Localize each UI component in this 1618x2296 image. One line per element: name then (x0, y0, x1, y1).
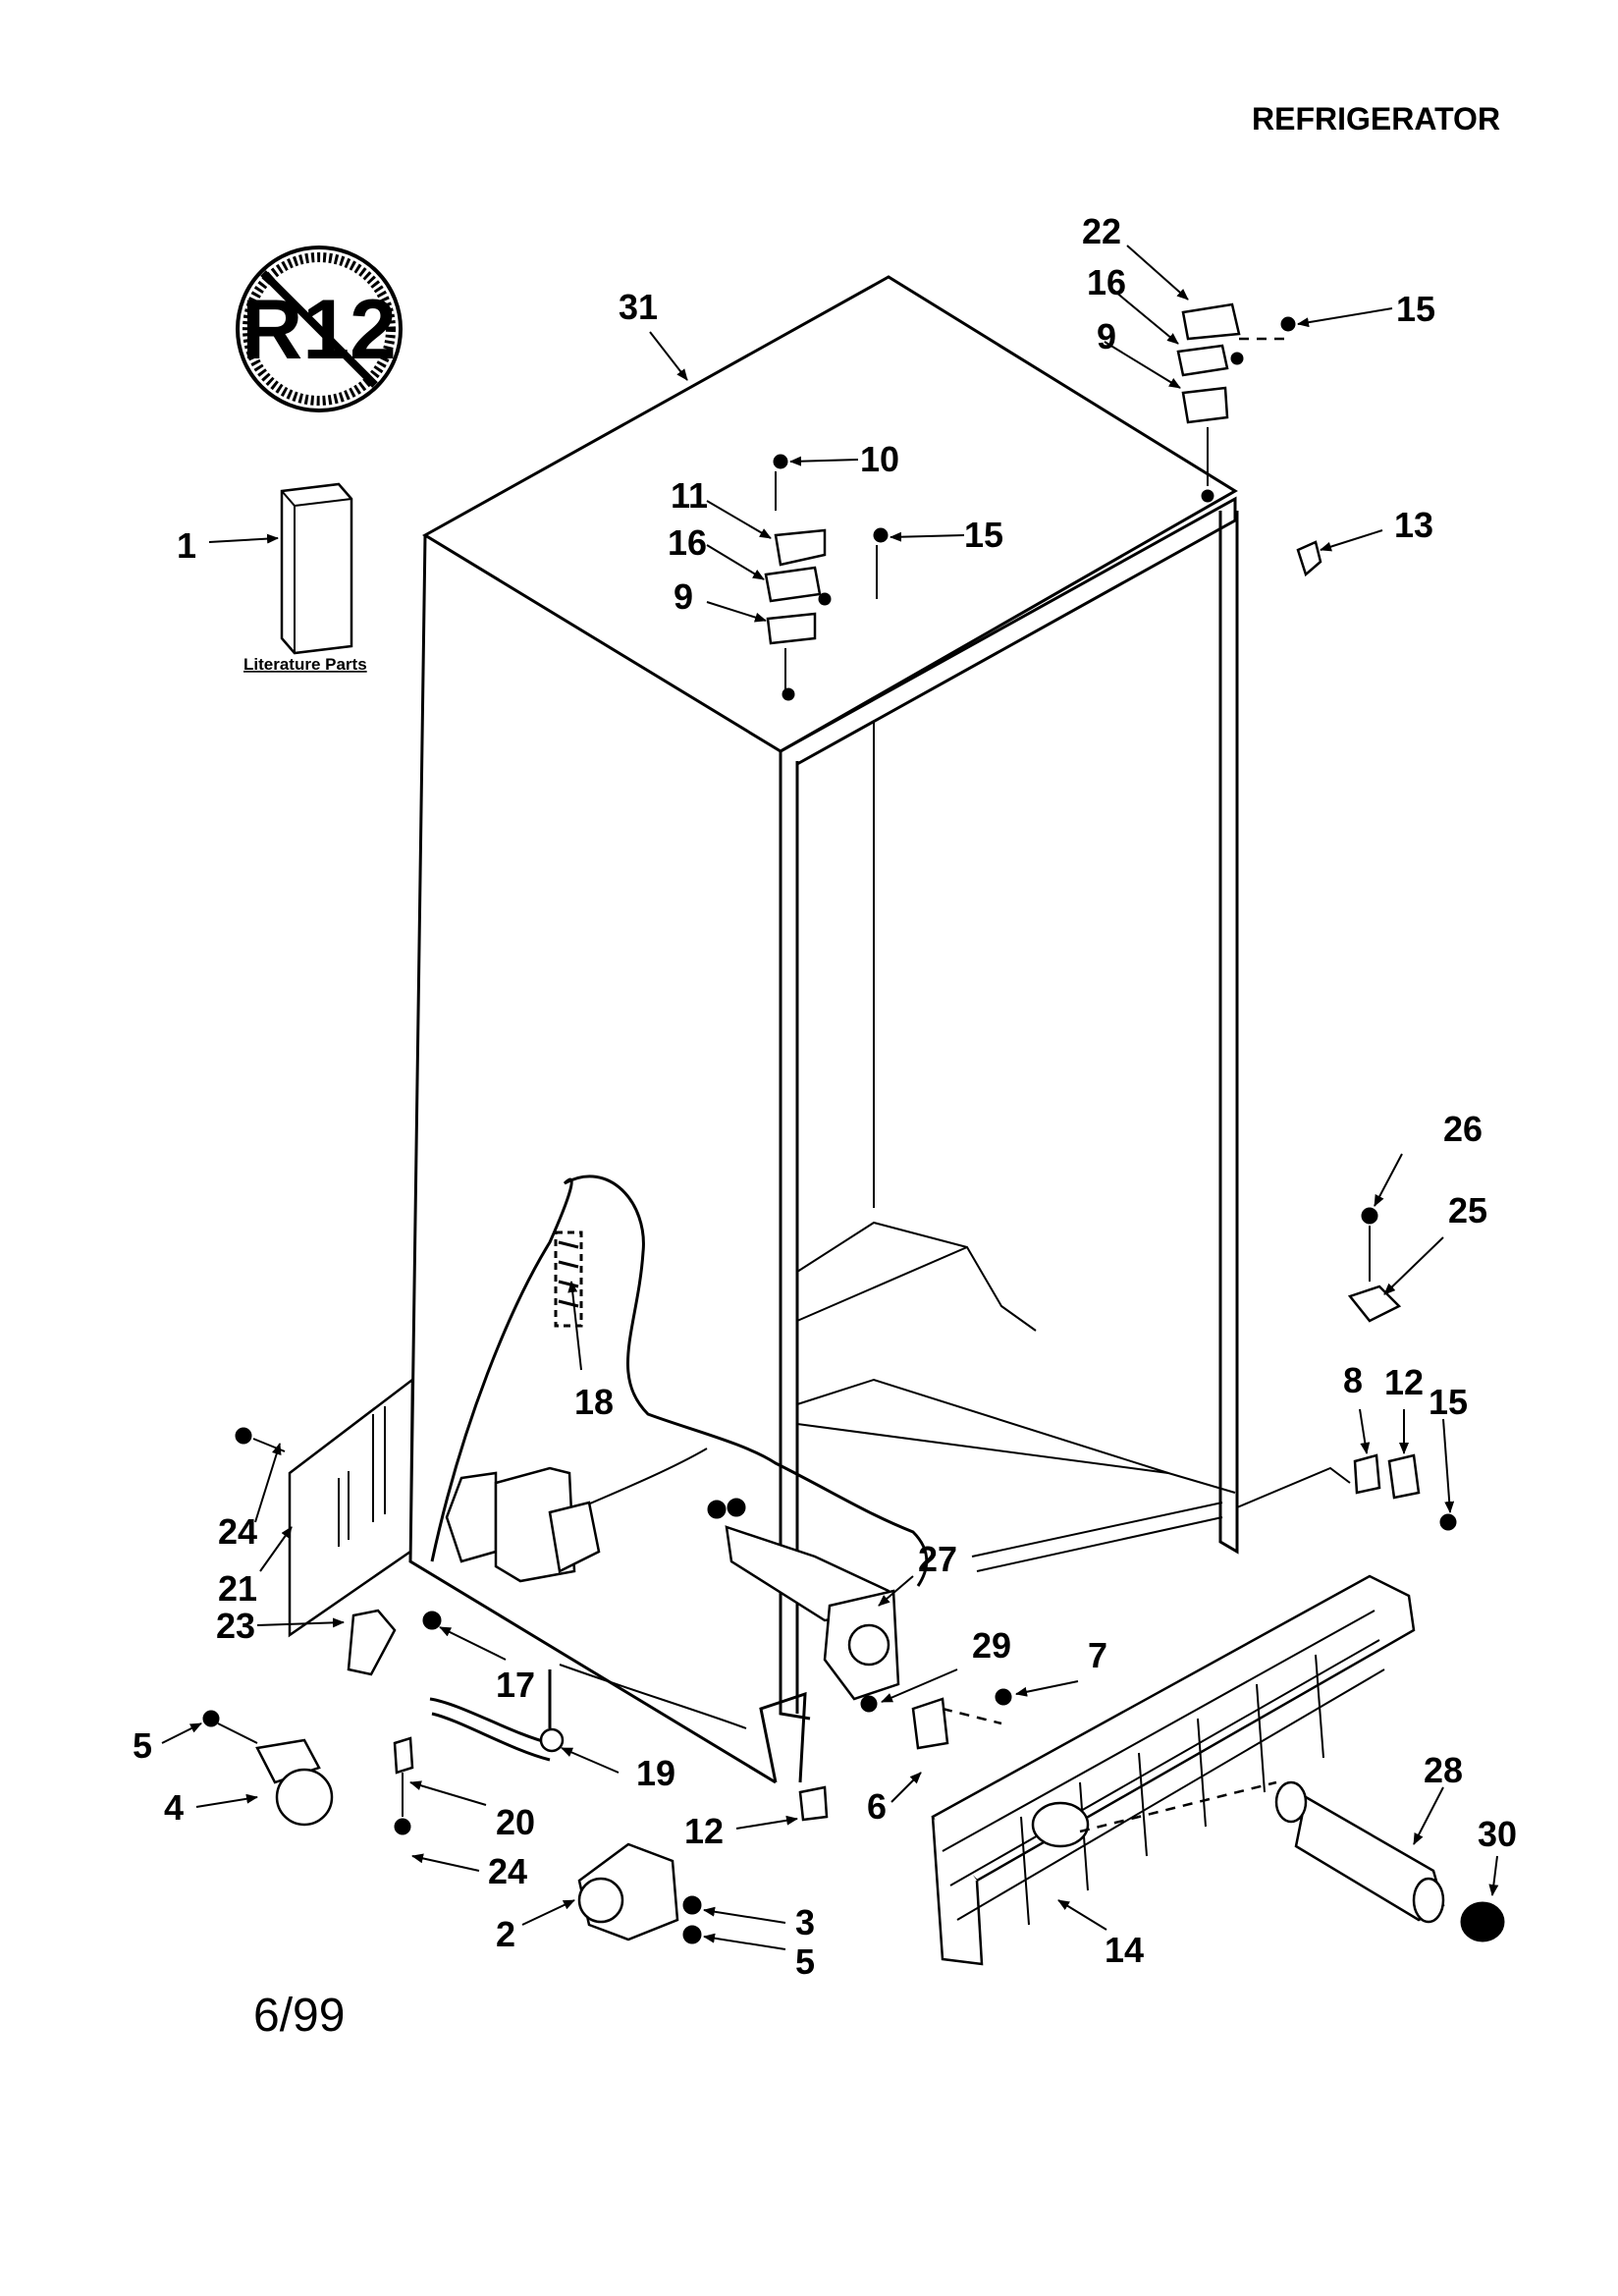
callout-31: 31 (619, 287, 658, 327)
leveling-leg (577, 1842, 702, 1944)
callout-17: 17 (496, 1665, 535, 1705)
screw-29 (860, 1695, 878, 1713)
literature-book (280, 482, 353, 655)
right-bracket-set (1347, 1207, 1457, 1531)
callout-4: 4 (164, 1787, 184, 1828)
callout-28: 28 (1424, 1750, 1463, 1790)
leader-lines (161, 245, 1499, 1950)
callout-19: 19 (636, 1753, 675, 1793)
top-hinge-stack (1176, 302, 1296, 503)
callout-9a: 9 (1097, 316, 1116, 356)
callout-1: 1 (177, 525, 196, 566)
no-r12-icon: R12 (236, 246, 403, 412)
callout-9b: 9 (674, 576, 693, 617)
callout-2: 2 (496, 1914, 515, 1954)
coil-spring (554, 1230, 583, 1328)
callout-15c: 15 (1429, 1382, 1468, 1422)
clip-23 (347, 1609, 397, 1676)
callout-27: 27 (918, 1539, 957, 1579)
callout-6: 6 (867, 1786, 887, 1827)
screw-7 (995, 1688, 1012, 1706)
caster-assembly (202, 1710, 334, 1827)
callout-7: 7 (1088, 1635, 1107, 1675)
callout-labels: 1 2 3 4 5 5 6 7 8 9 9 10 11 12 12 13 14 … (133, 211, 1517, 1982)
callout-15b: 15 (964, 515, 1003, 555)
center-hinge-stack (764, 454, 889, 701)
refrigerator-cabinet (408, 275, 1351, 1784)
callout-14: 14 (1105, 1930, 1144, 1970)
callout-18: 18 (574, 1382, 614, 1422)
bracket-12-lower (798, 1785, 829, 1822)
callout-20: 20 (496, 1802, 535, 1842)
clip-13 (1296, 540, 1322, 577)
callout-23: 23 (216, 1606, 255, 1646)
callout-5b: 5 (795, 1941, 815, 1982)
callout-12b: 12 (684, 1811, 724, 1851)
callout-26: 26 (1443, 1109, 1483, 1149)
fill-tube (707, 1498, 900, 1701)
callout-24b: 24 (488, 1851, 527, 1891)
toe-grille (931, 1574, 1416, 1966)
callout-22: 22 (1082, 211, 1121, 251)
callout-16b: 16 (668, 522, 707, 563)
rear-access-panel (235, 1377, 414, 1638)
callout-10: 10 (860, 439, 899, 479)
callout-25: 25 (1448, 1190, 1487, 1230)
callout-21: 21 (218, 1568, 257, 1609)
callout-3: 3 (795, 1902, 815, 1942)
revision-date: 6/99 (253, 1990, 345, 2042)
bracket-6 (911, 1697, 949, 1750)
callout-29: 29 (972, 1625, 1011, 1666)
screw-17 (422, 1611, 442, 1630)
callout-15a: 15 (1396, 289, 1435, 329)
page-title: REFRIGERATOR (1252, 101, 1500, 137)
callout-24a: 24 (218, 1511, 257, 1552)
callout-16a: 16 (1087, 262, 1126, 302)
callout-11: 11 (671, 475, 708, 516)
water-filter (1274, 1780, 1505, 1942)
callout-13: 13 (1394, 505, 1433, 545)
callout-12a: 12 (1384, 1362, 1424, 1402)
water-tube (393, 1669, 565, 1835)
callout-30: 30 (1478, 1814, 1517, 1854)
callout-5a: 5 (133, 1725, 152, 1766)
callout-8: 8 (1343, 1360, 1363, 1400)
literature-parts-label: Literature Parts (243, 655, 367, 674)
